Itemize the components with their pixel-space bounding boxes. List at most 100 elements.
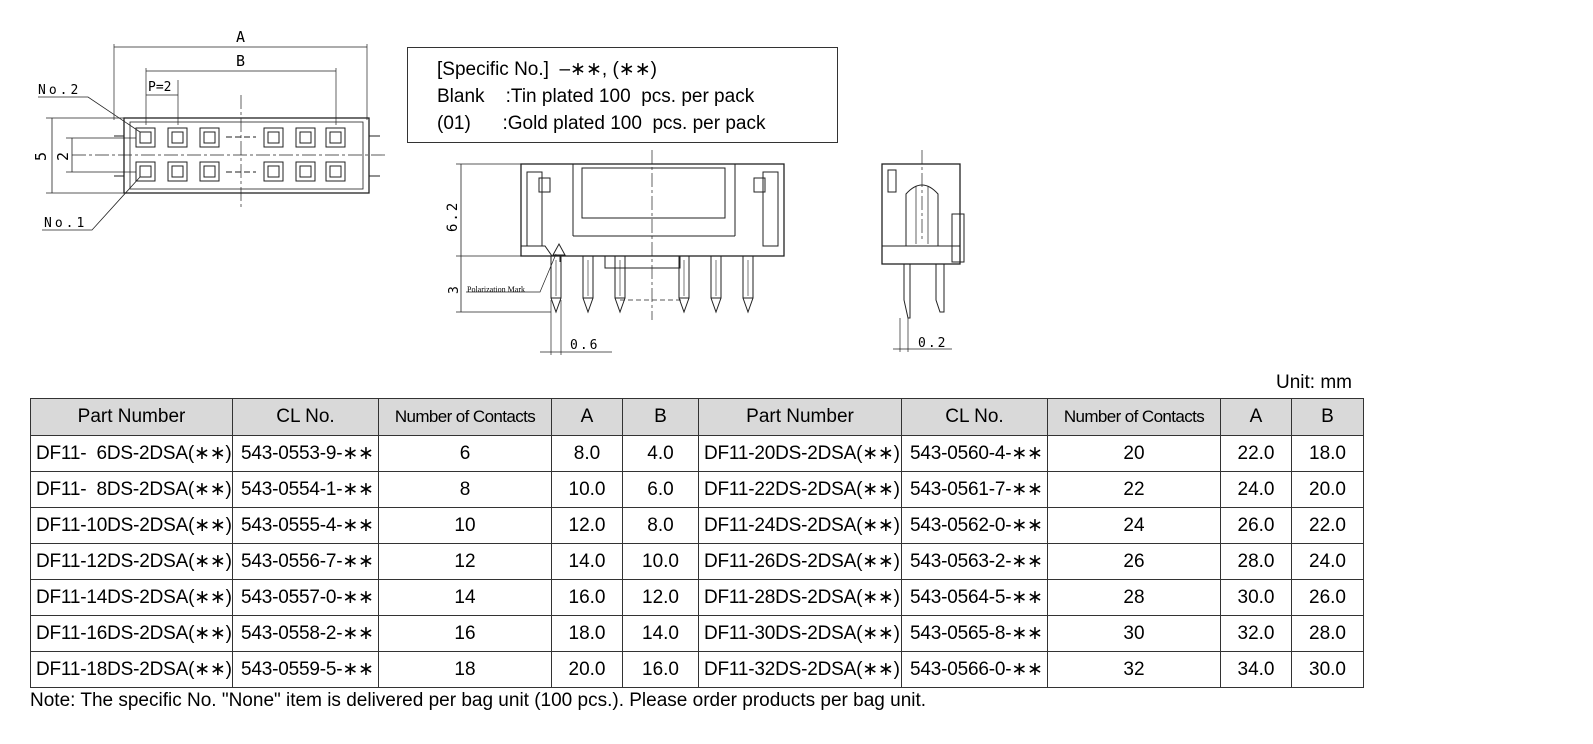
part-number-cell: DF11-16DS-2DSA(∗∗) — [30, 615, 233, 652]
cl-no-cell: 543-0555-4-∗∗ — [232, 507, 379, 544]
unit-label: Unit: mm — [1276, 372, 1352, 393]
cl-no-cell: 543-0566-0-∗∗ — [901, 651, 1048, 688]
part-number-cell: DF11-30DS-2DSA(∗∗) — [698, 615, 902, 652]
no2-label: No.2 — [38, 83, 81, 98]
a-cell: 18.0 — [551, 615, 623, 652]
cl-no-cell: 543-0556-7-∗∗ — [232, 543, 379, 580]
b-cell: 22.0 — [1291, 507, 1364, 544]
cl-no-cell: 543-0560-4-∗∗ — [901, 435, 1048, 472]
b-cell: 6.0 — [622, 471, 699, 508]
contacts-cell: 28 — [1047, 579, 1221, 616]
table-header-row: Part Number CL No. Number of Contacts A … — [698, 398, 1364, 436]
contacts-cell: 16 — [378, 615, 552, 652]
a-cell: 28.0 — [1220, 543, 1292, 580]
header-contacts: Number of Contacts — [378, 398, 552, 436]
cl-no-cell: 543-0558-2-∗∗ — [232, 615, 379, 652]
a-cell: 22.0 — [1220, 435, 1292, 472]
b-cell: 24.0 — [1291, 543, 1364, 580]
a-cell: 14.0 — [551, 543, 623, 580]
header-part-number: Part Number — [698, 398, 902, 436]
header-b: B — [622, 398, 699, 436]
header-part-number: Part Number — [30, 398, 233, 436]
contacts-cell: 6 — [378, 435, 552, 472]
header-a: A — [1220, 398, 1292, 436]
pin-width-label: 0.6 — [570, 338, 599, 353]
cl-no-cell: 543-0553-9-∗∗ — [232, 435, 379, 472]
cl-no-cell: 543-0564-5-∗∗ — [901, 579, 1048, 616]
spec-line-2: Blank :Tin plated 100 pcs. per pack — [437, 86, 755, 107]
a-cell: 24.0 — [1220, 471, 1292, 508]
cl-no-cell: 543-0557-0-∗∗ — [232, 579, 379, 616]
b-cell: 30.0 — [1291, 651, 1364, 688]
b-cell: 8.0 — [622, 507, 699, 544]
part-number-cell: DF11-22DS-2DSA(∗∗) — [698, 471, 902, 508]
cl-no-cell: 543-0563-2-∗∗ — [901, 543, 1048, 580]
a-cell: 12.0 — [551, 507, 623, 544]
top-view — [38, 44, 385, 231]
polarization-mark-label: Polarization Mark — [467, 285, 525, 294]
cl-no-cell: 543-0565-8-∗∗ — [901, 615, 1048, 652]
no1-label: No.1 — [44, 216, 87, 231]
a-cell: 32.0 — [1220, 615, 1292, 652]
contacts-cell: 30 — [1047, 615, 1221, 652]
contacts-cell: 14 — [378, 579, 552, 616]
part-number-cell: DF11-18DS-2DSA(∗∗) — [30, 651, 233, 688]
contacts-cell: 32 — [1047, 651, 1221, 688]
a-cell: 16.0 — [551, 579, 623, 616]
height-5-label: 5 — [32, 152, 50, 161]
parts-table-left: Part Number CL No. Number of Contacts A … — [30, 398, 699, 688]
part-number-cell: DF11-20DS-2DSA(∗∗) — [698, 435, 902, 472]
thickness-label: 0.2 — [918, 336, 947, 351]
a-cell: 26.0 — [1220, 507, 1292, 544]
height-3-label: 3 — [447, 286, 462, 294]
header-b: B — [1291, 398, 1364, 436]
dim-a-label: A — [236, 28, 245, 46]
cl-no-cell: 543-0554-1-∗∗ — [232, 471, 379, 508]
part-number-cell: DF11-10DS-2DSA(∗∗) — [30, 507, 233, 544]
header-cl-no: CL No. — [901, 398, 1048, 436]
front-view — [456, 150, 785, 355]
table-header-row: Part Number CL No. Number of Contacts A … — [30, 398, 699, 436]
b-cell: 4.0 — [622, 435, 699, 472]
dim-b-label: B — [236, 52, 245, 70]
part-number-cell: DF11-12DS-2DSA(∗∗) — [30, 543, 233, 580]
side-view — [881, 150, 965, 352]
contacts-cell: 24 — [1047, 507, 1221, 544]
b-cell: 28.0 — [1291, 615, 1364, 652]
part-number-cell: DF11- 6DS-2DSA(∗∗) — [30, 435, 233, 472]
part-number-cell: DF11-32DS-2DSA(∗∗) — [698, 651, 902, 688]
header-cl-no: CL No. — [232, 398, 379, 436]
contacts-cell: 20 — [1047, 435, 1221, 472]
contacts-cell: 18 — [378, 651, 552, 688]
specific-no-box: [Specific No.] –∗∗, (∗∗) Blank :Tin plat… — [407, 47, 838, 143]
header-contacts: Number of Contacts — [1047, 398, 1221, 436]
a-cell: 20.0 — [551, 651, 623, 688]
spec-line-3: (01) :Gold plated 100 pcs. per pack — [437, 113, 766, 134]
spec-line-1: [Specific No.] –∗∗, (∗∗) — [437, 59, 657, 80]
part-number-cell: DF11- 8DS-2DSA(∗∗) — [30, 471, 233, 508]
height-2-label: 2 — [54, 152, 72, 161]
b-cell: 20.0 — [1291, 471, 1364, 508]
b-cell: 18.0 — [1291, 435, 1364, 472]
part-number-cell: DF11-26DS-2DSA(∗∗) — [698, 543, 902, 580]
b-cell: 26.0 — [1291, 579, 1364, 616]
a-cell: 10.0 — [551, 471, 623, 508]
note-text: Note: The specific No. "None" item is de… — [30, 690, 927, 711]
cl-no-cell: 543-0559-5-∗∗ — [232, 651, 379, 688]
technical-drawing: A B P=2 No.2 No.1 5 2 — [32, 28, 965, 355]
cl-no-cell: 543-0561-7-∗∗ — [901, 471, 1048, 508]
